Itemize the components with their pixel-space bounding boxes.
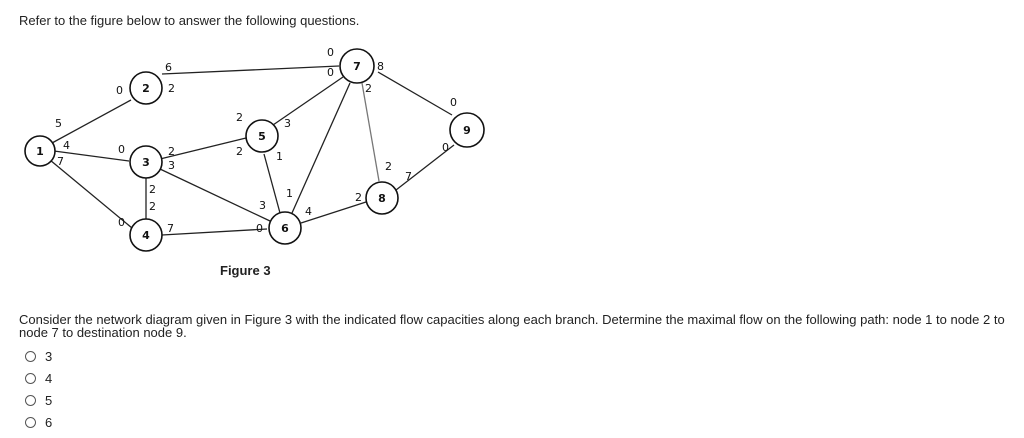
edge-2-7 (161, 65, 340, 75)
node-label-8: 8 (378, 192, 386, 205)
node-circle-1 (24, 135, 56, 167)
cap-6-to-4: 0 (256, 222, 263, 235)
option-label: 6 (45, 414, 53, 430)
node-label-1: 1 (36, 145, 44, 158)
node-label-9: 9 (463, 124, 471, 137)
option-label: 4 (45, 370, 53, 386)
edge-1-4 (49, 159, 133, 229)
cap-3-to-1: 0 (118, 143, 125, 156)
node-circle-2 (129, 71, 163, 105)
capacity-labels: 5 4 7 0 0 0 2 2 6 2 3 2 2 7 2 0 5 3 1 3 … (55, 46, 457, 235)
cap-8-to-7: 2 (385, 160, 392, 173)
cap-7-to-5: 0 (327, 66, 334, 79)
cap-2-to-7: 6 (165, 61, 172, 74)
edge-5-6 (263, 153, 281, 214)
edge-7-9 (377, 71, 453, 116)
cap-6-to-7: 1 (286, 187, 293, 200)
cap-1-to-2: 5 (55, 117, 62, 130)
cap-7-to-9: 8 (377, 60, 384, 73)
answer-options: 3 4 5 6 (25, 345, 52, 433)
cap-7-to-8: 2 (365, 82, 372, 95)
radio-button[interactable] (25, 350, 36, 362)
option-5[interactable]: 5 (25, 389, 52, 411)
radio-button[interactable] (25, 394, 36, 406)
edge-5-7 (272, 76, 344, 126)
node-circle-7 (339, 48, 375, 84)
node-circle-8 (365, 181, 399, 215)
option-label: 5 (45, 392, 53, 408)
node-label-7: 7 (353, 60, 361, 73)
radio-button[interactable] (25, 372, 36, 384)
edge-6-8 (300, 201, 367, 224)
node-circle-5 (245, 119, 279, 153)
cap-9-to-7: 0 (450, 96, 457, 109)
node-label-3: 3 (142, 156, 150, 169)
cap-8-to-6: 2 (355, 191, 362, 204)
edge-3-6 (159, 168, 271, 222)
cap-1-to-4: 7 (57, 155, 64, 168)
cap-2-to-3: 2 (168, 82, 175, 95)
cap-7-to-2: 0 (327, 46, 334, 59)
cap-3-to-4: 2 (149, 183, 156, 196)
cap-6-to-8: 4 (305, 205, 312, 218)
node-circle-3 (129, 145, 163, 179)
cap-5-up: 3 (284, 117, 291, 130)
node-label-6: 6 (281, 222, 289, 235)
option-3[interactable]: 3 (25, 345, 52, 367)
edge-8-9 (395, 144, 455, 191)
cap-4-to-1: 0 (118, 216, 125, 229)
edge-7-8 (361, 82, 380, 182)
edge-6-7 (291, 82, 351, 214)
node-label-5: 5 (258, 130, 266, 143)
node-label-2: 2 (142, 82, 150, 95)
cap-5-to-7: 2 (236, 145, 243, 158)
radio-button[interactable] (25, 416, 36, 428)
question-text: Consider the network diagram given in Fi… (19, 312, 1005, 340)
option-label: 3 (45, 348, 53, 364)
edge-4-6 (161, 228, 268, 236)
cap-2-to-1: 0 (116, 84, 123, 97)
cap-3-to-5: 2 (168, 145, 175, 158)
cap-8-to-9-lower: 7 (405, 170, 412, 183)
cap-4-to-6: 7 (167, 222, 174, 235)
cap-3-to-6: 3 (168, 159, 175, 172)
intro-text: Refer to the figure below to answer the … (19, 13, 360, 28)
option-4[interactable]: 4 (25, 367, 52, 389)
cap-6-to-3: 3 (259, 199, 266, 212)
network-diagram: 1 2 3 4 5 6 7 8 9 5 4 7 0 0 0 2 2 6 2 3 … (24, 46, 485, 252)
edge-3-5 (159, 137, 247, 160)
cap-5-down: 1 (276, 150, 283, 163)
cap-9-to-8: 0 (442, 141, 449, 154)
diagram-edges (49, 65, 455, 236)
figure-caption: Figure 3 (220, 263, 271, 278)
cap-4-to-3: 2 (149, 200, 156, 213)
edge-1-3 (53, 150, 130, 162)
node-labels: 1 2 3 4 5 6 7 8 9 (36, 60, 471, 242)
node-circle-4 (129, 218, 163, 252)
node-circle-6 (268, 211, 302, 245)
diagram-nodes (24, 48, 485, 252)
node-label-4: 4 (142, 229, 150, 242)
cap-5-to-3: 2 (236, 111, 243, 124)
cap-1-to-3: 4 (63, 139, 70, 152)
node-circle-9 (449, 112, 485, 148)
edge-1-2 (51, 99, 132, 144)
option-6[interactable]: 6 (25, 411, 52, 433)
